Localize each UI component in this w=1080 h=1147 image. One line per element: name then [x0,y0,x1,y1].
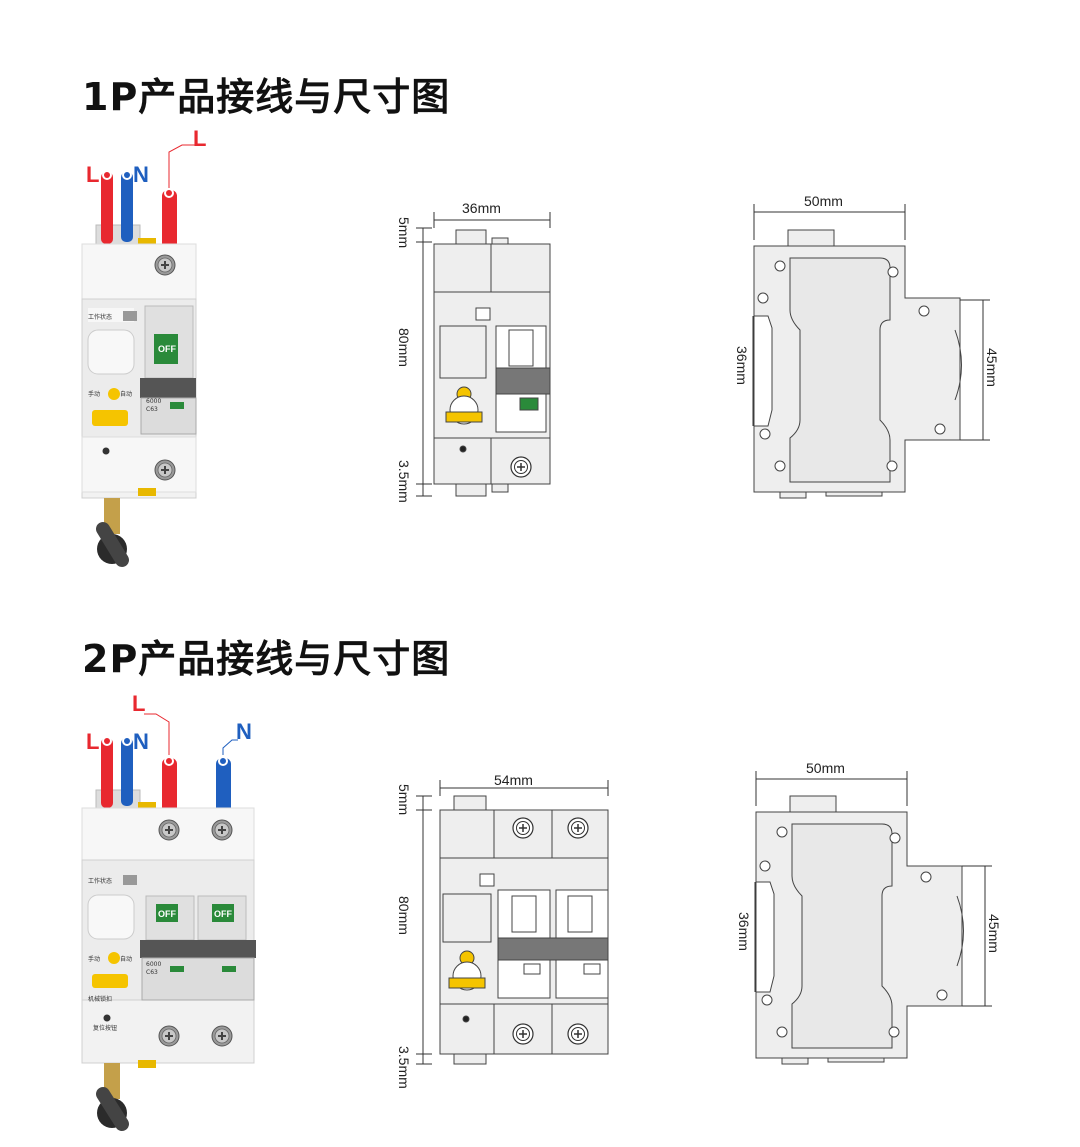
rating-label-1: 6000 [146,398,161,405]
wire-label-l: L [86,162,99,187]
dim-side-width: 50mm [806,760,845,776]
side-drawing-2p [754,771,992,1065]
screw-icon [158,819,180,841]
wire-label-n-top: N [236,719,252,744]
yellow-handle-2p [92,974,128,988]
wire-l-top-1p [162,190,177,260]
screw-icon [211,819,233,841]
section-title-2p: 2P产品接线与尺寸图 [82,637,451,681]
auto-label: 自动 [120,955,132,963]
dim-side-left: 36mm [736,912,752,951]
dim-top: 5mm [396,217,412,248]
front-drawing-1p [416,212,551,497]
device-2p [81,736,256,1131]
reset-label: 复位按钮 [93,1024,117,1032]
rating-label-2: C63 [146,406,158,413]
dim-side-right: 45mm [986,914,1002,953]
lock-label: 机械锁扣 [88,995,112,1003]
dim-height: 80mm [396,328,412,367]
off-indicator-1p [154,334,178,364]
manual-label: 手动 [88,390,100,398]
section-title-1p: 1P产品接线与尺寸图 [82,75,451,119]
manual-label: 手动 [88,955,100,963]
wire-label-l-top: L [132,691,145,716]
dim-bottom: 3.5mm [396,1046,412,1089]
dim-width: 36mm [462,200,501,216]
yellow-handle-1p [92,410,128,426]
wire-l-1p [101,172,113,244]
dim-side-width: 50mm [804,193,843,209]
wire-label-n: N [133,729,149,754]
screw-icon [158,1025,180,1047]
wire-label-l-top: L [193,126,206,151]
wire-l-2p [101,738,113,808]
front-drawing-2p [416,780,609,1065]
dim-width: 54mm [494,772,533,788]
screw-icon [211,1025,233,1047]
wire-label-l: L [86,729,99,754]
wire-n-2p [121,738,133,806]
dim-height: 80mm [396,896,412,935]
device-status-label: 工作状态 [88,877,112,885]
dim-bottom: 3.5mm [396,460,412,503]
dim-side-right: 45mm [984,348,1000,387]
dim-side-left: 36mm [734,346,750,385]
off-label: OFF [158,344,176,354]
screw-icon [154,459,176,481]
wire-n-1p [121,172,133,242]
device-status-label: 工作状态 [88,313,112,321]
off-label-2: OFF [214,909,232,919]
side-drawing-1p [752,204,990,499]
rating-label-2: C63 [146,969,158,976]
wire-label-n: N [133,162,149,187]
screw-icon [154,254,176,276]
device-1p [81,170,197,567]
off-indicator-2p-a [156,904,178,922]
dim-top: 5mm [396,784,412,815]
auto-label: 自动 [120,390,132,398]
off-label: OFF [158,909,176,919]
rating-label-1: 6000 [146,961,161,968]
off-indicator-2p-b [212,904,234,922]
